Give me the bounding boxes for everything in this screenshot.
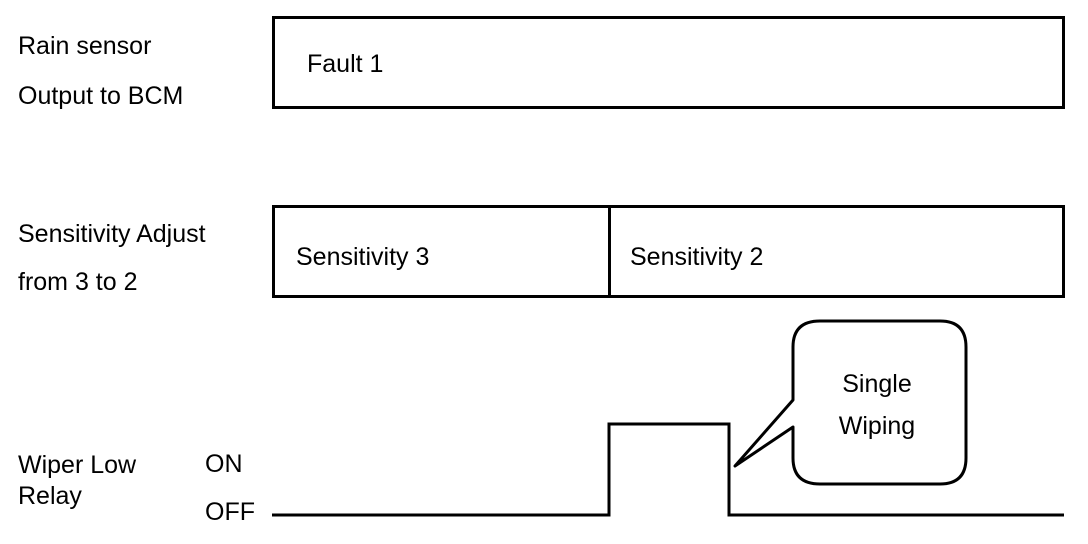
callout-text-line1: Single xyxy=(842,370,912,398)
sensitivity-3-label: Sensitivity 3 xyxy=(296,243,430,271)
fault-segment-label: Fault 1 xyxy=(307,50,384,78)
rain-sensor-label-line1: Rain sensor xyxy=(18,32,152,60)
callout-text-line2: Wiping xyxy=(838,412,916,440)
sensitivity-label-line2: from 3 to 2 xyxy=(18,268,138,296)
wiper-relay-label-line2: Relay xyxy=(18,482,82,510)
level-on-label: ON xyxy=(205,450,243,478)
wiper-relay-waveform xyxy=(272,422,1064,517)
sensitivity-2-label: Sensitivity 2 xyxy=(630,243,764,271)
wiper-relay-label-line1: Wiper Low xyxy=(18,451,137,479)
callout-bubble xyxy=(733,319,968,486)
sensitivity-2-segment: Sensitivity 2 xyxy=(608,205,1065,298)
level-off-label: OFF xyxy=(205,498,255,526)
fault-segment: Fault 1 xyxy=(272,16,1065,109)
sensitivity-label-line1: Sensitivity Adjust xyxy=(18,220,206,248)
rain-sensor-label-line2: Output to BCM xyxy=(18,82,184,110)
